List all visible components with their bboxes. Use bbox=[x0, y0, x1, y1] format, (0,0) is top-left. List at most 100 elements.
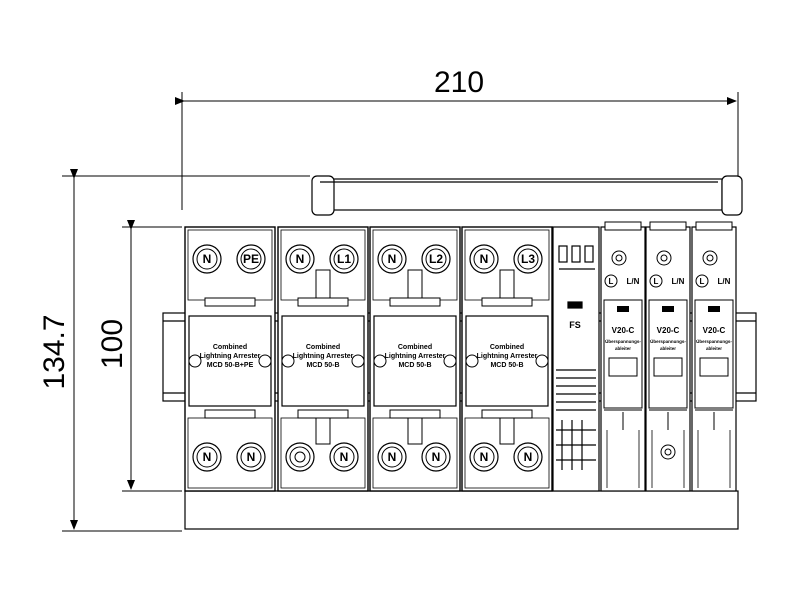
top-busbar bbox=[311, 175, 743, 216]
spd-window bbox=[699, 357, 729, 377]
terminal-bottom-right-label: N bbox=[432, 450, 441, 464]
terminal-bottom-right: N bbox=[513, 442, 543, 472]
fs-module bbox=[552, 226, 600, 492]
spd-ln-label: L/N bbox=[672, 277, 685, 286]
width-dimension bbox=[175, 92, 739, 210]
terminal-bottom-right: N bbox=[421, 442, 451, 472]
fs-module-label: FS bbox=[569, 320, 581, 330]
module-bottom-tab bbox=[407, 417, 423, 445]
terminal-top-left-inner bbox=[289, 248, 311, 270]
terminal-bottom-left: N bbox=[377, 442, 407, 472]
module-text-line2: Lightning Arrester bbox=[477, 353, 538, 360]
spd-screw-top-inner bbox=[615, 254, 623, 262]
module-text-line1: Combined bbox=[490, 344, 524, 351]
spd-window bbox=[653, 357, 683, 377]
module-bottom-tab bbox=[499, 417, 515, 445]
terminal-top-right-label: L1 bbox=[337, 252, 351, 266]
spd-screw-top bbox=[656, 250, 672, 266]
spd-logo bbox=[708, 306, 720, 312]
module-top-tab bbox=[315, 269, 331, 299]
module-top-slot bbox=[389, 297, 441, 307]
terminal-bottom-right: N bbox=[236, 442, 266, 472]
spd-screw-top bbox=[702, 250, 718, 266]
terminal-top-left: N bbox=[285, 244, 315, 274]
module-bottom-tab bbox=[315, 417, 331, 445]
terminal-top-left-label: N bbox=[203, 252, 212, 266]
terminal-top-right-inner bbox=[517, 248, 539, 270]
terminal-top-left-inner bbox=[473, 248, 495, 270]
module-height-dimension bbox=[122, 220, 182, 492]
terminal-top-left-inner bbox=[381, 248, 403, 270]
terminal-bottom-left-label: N bbox=[388, 450, 397, 464]
spd-logo bbox=[617, 306, 629, 312]
module-label-plate bbox=[188, 315, 272, 407]
terminal-bottom-left: N bbox=[469, 442, 499, 472]
terminal-bottom-left bbox=[285, 442, 315, 472]
spd-top-clip bbox=[695, 221, 733, 231]
spd-cartridge bbox=[648, 299, 688, 409]
terminal-top-right-inner bbox=[240, 248, 262, 270]
terminal-bottom-left: N bbox=[192, 442, 222, 472]
terminal-bottom-left-inner bbox=[289, 446, 311, 468]
terminal-top-right: PE bbox=[236, 244, 266, 274]
spd-sub2: ableiter bbox=[615, 346, 631, 351]
module-bottom-slot bbox=[389, 409, 441, 419]
terminal-bottom-right-label: N bbox=[247, 450, 256, 464]
module-top-slot bbox=[481, 297, 533, 307]
spd-l-terminal bbox=[649, 274, 663, 288]
spd-logo bbox=[662, 306, 674, 312]
terminal-top-left: N bbox=[469, 244, 499, 274]
terminal-top-right: L1 bbox=[329, 244, 359, 274]
module-bottom-slot bbox=[297, 409, 349, 419]
terminal-bottom-right-label: N bbox=[340, 450, 349, 464]
spd-window bbox=[608, 357, 638, 377]
terminal-bottom-right: N bbox=[329, 442, 359, 472]
module-led-right bbox=[535, 354, 549, 368]
module-led-right bbox=[351, 354, 365, 368]
spd-code: V20-C bbox=[703, 326, 726, 335]
module-top-tab bbox=[499, 269, 515, 299]
terminal-top-right-inner bbox=[425, 248, 447, 270]
terminal-bottom-left-inner bbox=[473, 446, 495, 468]
module-led-right bbox=[258, 354, 272, 368]
module-text-line2: Lightning Arrester bbox=[293, 353, 354, 360]
module-text-line1: Combined bbox=[306, 344, 340, 351]
module-led-left bbox=[373, 354, 387, 368]
terminal-bottom-right-inner bbox=[517, 446, 539, 468]
spd-l-terminal bbox=[695, 274, 709, 288]
terminal-bottom-right-inner bbox=[425, 446, 447, 468]
spd-l-label: L bbox=[609, 277, 614, 286]
module-led-left bbox=[188, 354, 202, 368]
terminal-top-right: L3 bbox=[513, 244, 543, 274]
module-text-line3: MCD 50-B bbox=[490, 362, 523, 369]
module-label-plate bbox=[281, 315, 365, 407]
module-led-left bbox=[465, 354, 479, 368]
total-height-dimension-label: 134.7 bbox=[38, 314, 71, 389]
terminal-bottom-right-label: N bbox=[524, 450, 533, 464]
width-dimension-label: 210 bbox=[434, 66, 484, 99]
module-label-plate bbox=[373, 315, 457, 407]
spd-sub: Überspannungs- bbox=[650, 338, 686, 344]
module-text-line3: MCD 50-B+PE bbox=[207, 362, 254, 369]
terminal-top-right-label: L3 bbox=[521, 252, 535, 266]
module-label-plate bbox=[465, 315, 549, 407]
spd-ln-label: L/N bbox=[718, 277, 731, 286]
terminal-top-right-label: PE bbox=[243, 252, 259, 266]
terminal-bottom-left-label: N bbox=[480, 450, 489, 464]
module-text-line1: Combined bbox=[398, 344, 432, 351]
module-text-line3: MCD 50-B bbox=[398, 362, 431, 369]
spd-l-terminal bbox=[604, 274, 618, 288]
terminal-bottom-right-inner bbox=[333, 446, 355, 468]
terminal-top-left-label: N bbox=[388, 252, 397, 266]
module-text-line3: MCD 50-B bbox=[306, 362, 339, 369]
spd-code: V20-C bbox=[657, 326, 680, 335]
spd-screw-top bbox=[611, 250, 627, 266]
terminal-bottom-right-inner bbox=[240, 446, 262, 468]
module-bottom-slot bbox=[204, 409, 256, 419]
